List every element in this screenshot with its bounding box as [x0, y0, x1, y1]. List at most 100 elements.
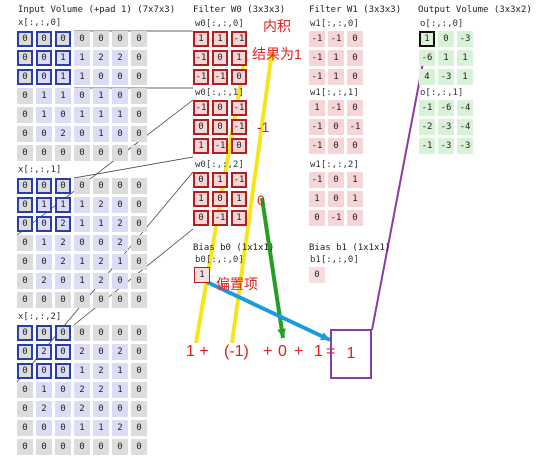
input-cell: 1 — [74, 420, 90, 436]
filter-w1-cell: 0 — [347, 50, 363, 66]
input-cell: 0 — [131, 254, 147, 270]
input-cell: 0 — [17, 107, 33, 123]
input-cell: 0 — [93, 178, 109, 194]
filter-w0-cell: 0 — [212, 50, 228, 66]
filter-w0-cell: -1 — [212, 210, 228, 226]
input-cell: 0 — [17, 126, 33, 142]
input-cell: 0 — [74, 325, 90, 341]
input-cell: 0 — [36, 292, 52, 308]
output-cell: 1 — [419, 31, 435, 47]
input-slice-label: x[:,:,1] — [18, 165, 62, 175]
input-cell: 1 — [74, 69, 90, 85]
input-cell: 0 — [55, 145, 71, 161]
minus-one-annotation: -1 — [257, 119, 270, 135]
purple-arrow-shaft — [371, 51, 426, 331]
input-cell: 0 — [55, 292, 71, 308]
input-cell: 0 — [36, 50, 52, 66]
input-cell: 0 — [17, 344, 33, 360]
input-cell: 2 — [93, 197, 109, 213]
input-cell: 2 — [112, 235, 128, 251]
input-cell: 0 — [131, 325, 147, 341]
bias-term-annotation: 偏置项 — [216, 276, 258, 292]
filter-w1-cell: -1 — [309, 69, 325, 85]
filter-w1-cell: -1 — [309, 138, 325, 154]
input-cell: 0 — [112, 292, 128, 308]
filter-w0-cell: 0 — [212, 191, 228, 207]
bias-b0-cell: 1 — [194, 267, 210, 283]
input-cell: 0 — [131, 31, 147, 47]
input-cell: 1 — [74, 273, 90, 289]
input-cell: 2 — [93, 363, 109, 379]
input-cell: 0 — [131, 344, 147, 360]
input-cell: 0 — [131, 69, 147, 85]
input-cell: 0 — [17, 178, 33, 194]
bias-b0-title: Bias b0 (1x1x1) — [193, 243, 275, 253]
input-cell: 0 — [17, 145, 33, 161]
input-cell: 1 — [93, 420, 109, 436]
input-cell: 0 — [36, 363, 52, 379]
filter-w1-cell: 0 — [328, 119, 344, 135]
input-cell: 0 — [17, 197, 33, 213]
input-cell: 1 — [74, 254, 90, 270]
filter-w0-cell: -1 — [231, 119, 247, 135]
input-cell: 0 — [17, 363, 33, 379]
filter-w0-cell: 1 — [231, 191, 247, 207]
filter-w1-cell: 0 — [328, 191, 344, 207]
input-cell: 0 — [131, 439, 147, 455]
input-cell: 2 — [74, 344, 90, 360]
equation-term: 1 + — [186, 343, 209, 360]
input-cell: 2 — [55, 216, 71, 232]
input-cell: 0 — [131, 107, 147, 123]
input-cell: 0 — [17, 401, 33, 417]
input-cell: 0 — [74, 126, 90, 142]
input-cell: 0 — [112, 325, 128, 341]
equation-term: (-1) — [224, 343, 249, 360]
filter-w1-slice-label: w1[:,:,2] — [310, 160, 359, 170]
input-cell: 0 — [131, 50, 147, 66]
filter-w0-cell: -1 — [193, 50, 209, 66]
output-cell: -6 — [438, 100, 454, 116]
input-cell: 0 — [131, 420, 147, 436]
input-cell: 0 — [74, 88, 90, 104]
input-cell: 1 — [93, 107, 109, 123]
filter-w1-cell: 1 — [309, 100, 325, 116]
filter-w1-cell: 0 — [328, 172, 344, 188]
input-cell: 0 — [36, 126, 52, 142]
filter-w0-cell: 0 — [212, 100, 228, 116]
input-cell: 0 — [36, 178, 52, 194]
equation-term: 0 — [278, 343, 287, 360]
input-cell: 1 — [74, 363, 90, 379]
filter-w1-cell: 0 — [328, 138, 344, 154]
input-cell: 2 — [112, 344, 128, 360]
input-cell: 2 — [93, 382, 109, 398]
input-cell: 0 — [36, 254, 52, 270]
bias-b1-cell: 0 — [309, 267, 325, 283]
input-cell: 1 — [36, 107, 52, 123]
filter-w0-cell: 0 — [193, 210, 209, 226]
filter-w0-cell: -1 — [231, 172, 247, 188]
output-cell: -3 — [438, 119, 454, 135]
input-cell: 0 — [112, 88, 128, 104]
input-cell: 0 — [74, 178, 90, 194]
inner-product-annotation: 内积 — [263, 18, 291, 34]
input-cell: 1 — [55, 88, 71, 104]
output-cell: -1 — [419, 138, 435, 154]
input-cell: 0 — [131, 197, 147, 213]
filter-w1-cell: -1 — [309, 31, 325, 47]
bias-b0-label: b0[:,:,0] — [195, 255, 244, 265]
input-cell: 1 — [55, 69, 71, 85]
filter-w1-cell: 0 — [347, 100, 363, 116]
input-cell: 0 — [17, 50, 33, 66]
input-cell: 1 — [36, 235, 52, 251]
filter-w0-cell: 1 — [212, 172, 228, 188]
input-cell: 0 — [55, 439, 71, 455]
input-cell: 2 — [36, 344, 52, 360]
filter-w0-cell: 1 — [193, 191, 209, 207]
input-cell: 0 — [131, 363, 147, 379]
output-cell: -4 — [457, 119, 473, 135]
input-cell: 0 — [55, 401, 71, 417]
filter-w1-cell: -1 — [328, 210, 344, 226]
output-slice-label: o[:,:,1] — [420, 88, 464, 98]
input-cell: 2 — [74, 382, 90, 398]
